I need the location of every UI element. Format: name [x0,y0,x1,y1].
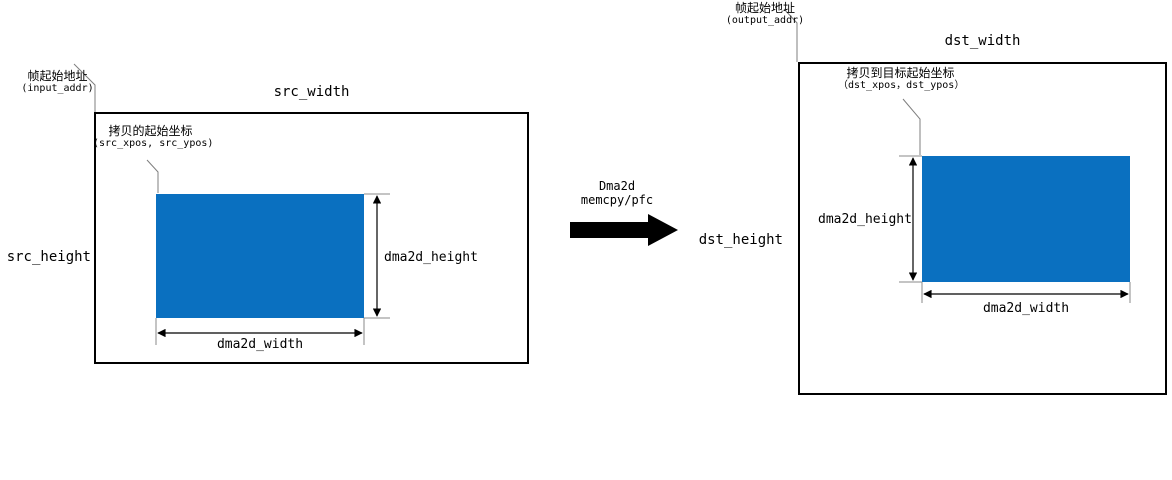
dest-frame-box [798,62,1167,395]
dest-frame-width-label: dst_width [944,33,1021,49]
source-copy-region [156,194,364,318]
source-frame-addr-text: 帧起始地址 [27,69,88,83]
dma2d-operation-line1: Dma2d [598,179,636,193]
dest-frame-addr-leader-line [783,8,798,62]
source-frame-addr-leader-line [73,63,96,112]
source-frame-addr-label: 帧起始地址 (input_addr) [5,69,110,95]
source-copy-origin-label: 拷贝的起始坐标 (src_xpos, src_ypos) [93,124,214,150]
source-copy-origin-code: (src_xpos, src_ypos) [93,138,214,150]
source-frame-addr-code: (input_addr) [21,83,94,95]
dest-frame-addr-text: 帧起始地址 [734,1,795,15]
source-frame-width-label: src_width [273,84,350,100]
source-frame-height-label: src_height [6,249,91,265]
source-copy-origin-text: 拷贝的起始坐标 [108,124,193,138]
dma2d-operation-line2: memcpy/pfc [580,193,654,208]
dest-copy-origin-code: （dst_xpos，dst_ypos） [838,80,965,92]
source-region-width-label: dma2d_width [216,337,304,352]
dest-region-width-label: dma2d_width [982,301,1070,316]
dma2d-transfer-arrow-icon [570,214,678,246]
dma2d-operation-label: Dma2d memcpy/pfc [567,179,667,208]
dest-copy-origin-text: 拷贝到目标起始坐标 [846,66,955,80]
source-copy-origin-leader-line [146,159,159,193]
dimension-extension-ticks [155,155,1131,345]
dest-copy-region [922,156,1130,282]
source-region-height-label: dma2d_height [384,250,478,265]
dest-frame-addr-label: 帧起始地址 (output_addr) [710,1,820,27]
source-frame-box [94,112,529,364]
dest-frame-height-label: dst_height [698,232,783,248]
dest-copy-origin-leader-line [902,98,921,155]
dest-frame-addr-code: (output_addr) [725,15,805,27]
dest-copy-origin-label: 拷贝到目标起始坐标 （dst_xpos，dst_ypos） [838,66,965,92]
dest-region-height-label: dma2d_height [818,212,912,227]
